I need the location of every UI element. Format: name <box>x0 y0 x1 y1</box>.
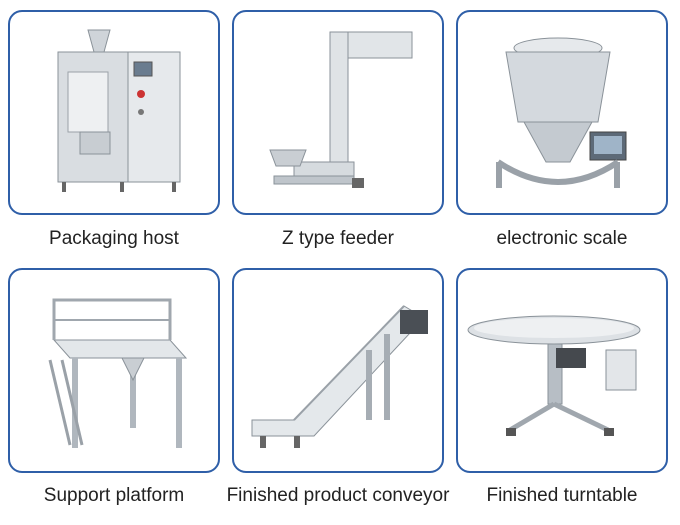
product-card-packaging-host[interactable] <box>8 10 220 215</box>
product-card-finished-turntable[interactable] <box>456 268 668 473</box>
vertical-packaging-machine-icon <box>57 29 181 192</box>
rotary-turntable-icon <box>467 315 641 436</box>
product-card-finished-product-conveyor[interactable] <box>232 268 444 473</box>
product-card-z-type-feeder[interactable] <box>232 10 444 215</box>
product-label: Packaging host <box>49 228 179 249</box>
product-card-support-platform[interactable] <box>8 268 220 473</box>
product-label: electronic scale <box>496 228 628 249</box>
z-type-feeder-icon <box>269 31 413 188</box>
product-label: Support platform <box>43 485 185 506</box>
product-card-electronic-scale[interactable] <box>456 10 668 215</box>
multihead-weigher-icon <box>496 37 627 188</box>
product-label: Finished turntable <box>486 485 638 506</box>
support-platform-icon <box>48 298 188 448</box>
inclined-conveyor-icon <box>251 305 428 448</box>
product-label: Z type feeder <box>282 228 394 249</box>
product-label: Finished product conveyor <box>226 485 450 506</box>
